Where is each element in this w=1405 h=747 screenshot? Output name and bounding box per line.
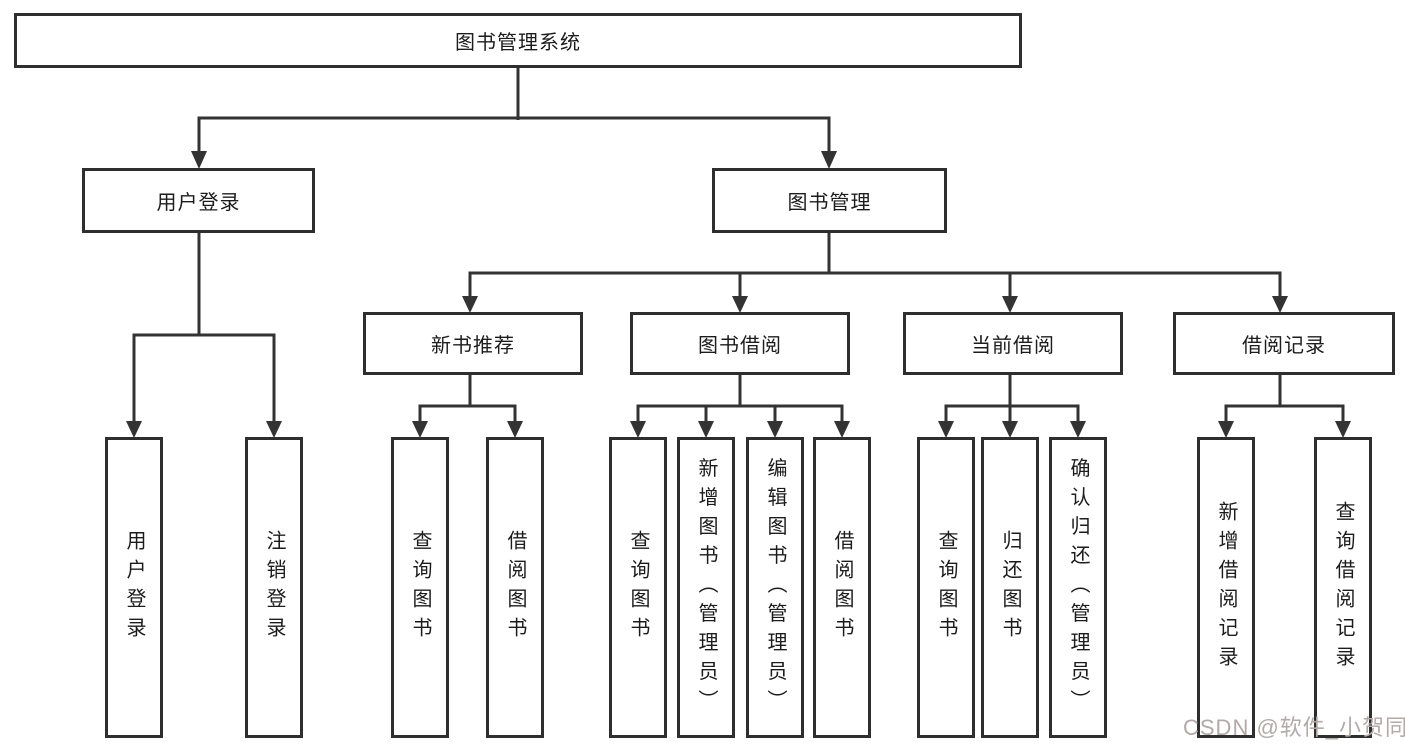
node-user-login: 用户登录 — [82, 168, 315, 233]
leaf-newrec-borrow-books-label: 借阅图书 — [504, 529, 526, 646]
node-root: 图书管理系统 — [14, 13, 1022, 68]
node-user-login-label: 用户登录 — [156, 192, 241, 214]
leaf-borrow-borrow-books-label: 借阅图书 — [831, 529, 853, 646]
node-new-book-recommend-label: 新书推荐 — [431, 335, 515, 357]
leaf-current-query-books-label: 查询图书 — [935, 529, 957, 646]
leaf-logout: 注销登录 — [245, 437, 303, 738]
leaf-current-return-books: 归还图书 — [981, 437, 1039, 738]
leaf-borrow-borrow-books: 借阅图书 — [813, 437, 871, 738]
leaf-current-confirm-return-admin: 确认归还（管理员） — [1049, 437, 1107, 738]
leaf-records-add-record: 新增借阅记录 — [1197, 437, 1255, 738]
leaf-borrow-query-books: 查询图书 — [609, 437, 667, 738]
leaf-user-login: 用户登录 — [105, 437, 163, 738]
node-book-borrow-label: 图书借阅 — [698, 335, 782, 357]
leaf-current-return-books-label: 归还图书 — [999, 529, 1021, 646]
node-borrow-records: 借阅记录 — [1173, 312, 1395, 375]
node-root-label: 图书管理系统 — [455, 32, 581, 54]
leaf-borrow-add-books-admin-label: 新增图书（管理员） — [695, 457, 717, 718]
node-borrow-records-label: 借阅记录 — [1242, 335, 1326, 357]
leaf-records-query-record-label: 查询借阅记录 — [1332, 500, 1354, 675]
leaf-logout-label: 注销登录 — [263, 529, 285, 646]
node-book-management-label: 图书管理 — [787, 192, 872, 214]
leaf-records-query-record: 查询借阅记录 — [1314, 437, 1372, 738]
node-book-borrow: 图书借阅 — [630, 312, 850, 375]
leaf-borrow-query-books-label: 查询图书 — [627, 529, 649, 646]
node-new-book-recommend: 新书推荐 — [363, 312, 583, 375]
leaf-newrec-query-books-label: 查询图书 — [409, 529, 431, 646]
arrow-down-icons — [126, 151, 1351, 438]
leaf-current-confirm-return-admin-label: 确认归还（管理员） — [1067, 457, 1089, 718]
leaf-borrow-add-books-admin: 新增图书（管理员） — [677, 437, 735, 738]
node-book-management: 图书管理 — [712, 168, 947, 233]
node-current-borrow-label: 当前借阅 — [971, 335, 1055, 357]
leaf-borrow-edit-books-admin-label: 编辑图书（管理员） — [764, 457, 786, 718]
leaf-current-query-books: 查询图书 — [917, 437, 975, 738]
leaf-newrec-borrow-books: 借阅图书 — [486, 437, 544, 738]
leaf-records-add-record-label: 新增借阅记录 — [1215, 500, 1237, 675]
leaf-user-login-label: 用户登录 — [123, 529, 145, 646]
leaf-newrec-query-books: 查询图书 — [391, 437, 449, 738]
leaf-borrow-edit-books-admin: 编辑图书（管理员） — [746, 437, 804, 738]
node-current-borrow: 当前借阅 — [903, 312, 1123, 375]
watermark: CSDN @软件_小贺同学 — [1183, 715, 1405, 740]
